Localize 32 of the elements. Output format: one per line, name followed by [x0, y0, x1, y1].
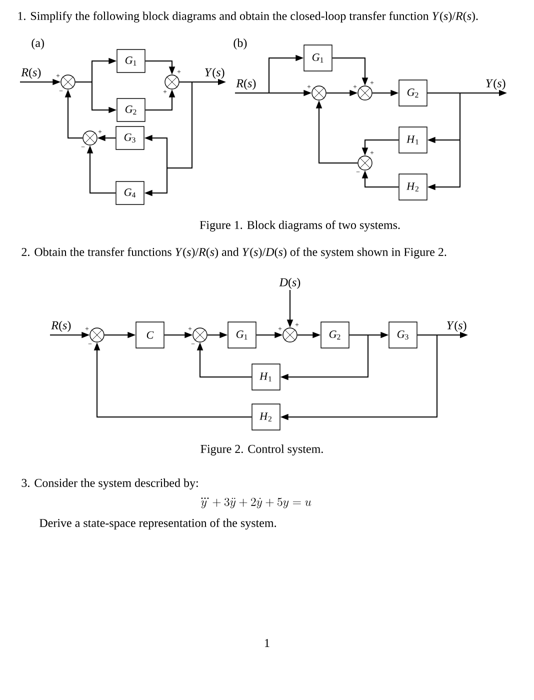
equation: $\dddot{y}+3\ddot{y}+2\dot{y}+5y=u$ — [201, 498, 312, 508]
block-box: H$_{1}$ — [252, 364, 280, 390]
block-box: G$_{3}$ — [116, 126, 144, 150]
block-box: G$_{1}$ — [304, 44, 332, 72]
signal-label: R(s) — [236, 78, 256, 90]
signal-label: Y(s) — [447, 320, 466, 332]
block-box: C — [136, 322, 164, 348]
block-box: G$_{1}$ — [228, 322, 256, 348]
question-text: 1. Simplify the following block diagrams and obtain the closed-loop transfer function Y(s)/R(s). — [18, 11, 478, 23]
question-text: 3. Consider the system described by: — [22, 478, 198, 490]
question-text: Derive a state-space representation of the system. — [40, 518, 276, 530]
block-box: G$_{1}$ — [116, 49, 146, 73]
signal-label: Y(s) — [205, 68, 224, 79]
signal-label: R(s) — [21, 68, 41, 79]
figure-caption: Figure 2. Control system. — [200, 444, 323, 456]
part-label: (a) — [32, 38, 44, 50]
signal-label: R(s) — [51, 320, 71, 332]
block-box: H$_{2}$ — [398, 174, 428, 200]
block-box: G$_{3}$ — [388, 322, 418, 348]
signal-label: D(s) — [279, 278, 300, 289]
part-label: (b) — [234, 38, 247, 50]
page-number: 1 — [265, 639, 270, 647]
arrow — [426, 92, 460, 190]
block-box: H$_{2}$ — [252, 404, 280, 430]
block-box: H$_{1}$ — [398, 126, 428, 154]
signal-label: Y(s) — [486, 78, 506, 90]
block-box: G$_{2}$ — [320, 322, 350, 348]
block-box: G$_{4}$ — [116, 181, 144, 205]
question-text: 2. Obtain the transfer functions Y(s)/R(s) and Y(s)/D(s) of the system shown in Figure 2. — [22, 247, 446, 259]
figure-caption: Figure 1. Block diagrams of two systems. — [200, 220, 400, 232]
block-box: G$_{2}$ — [116, 98, 146, 122]
block-box: G$_{2}$ — [398, 80, 428, 106]
